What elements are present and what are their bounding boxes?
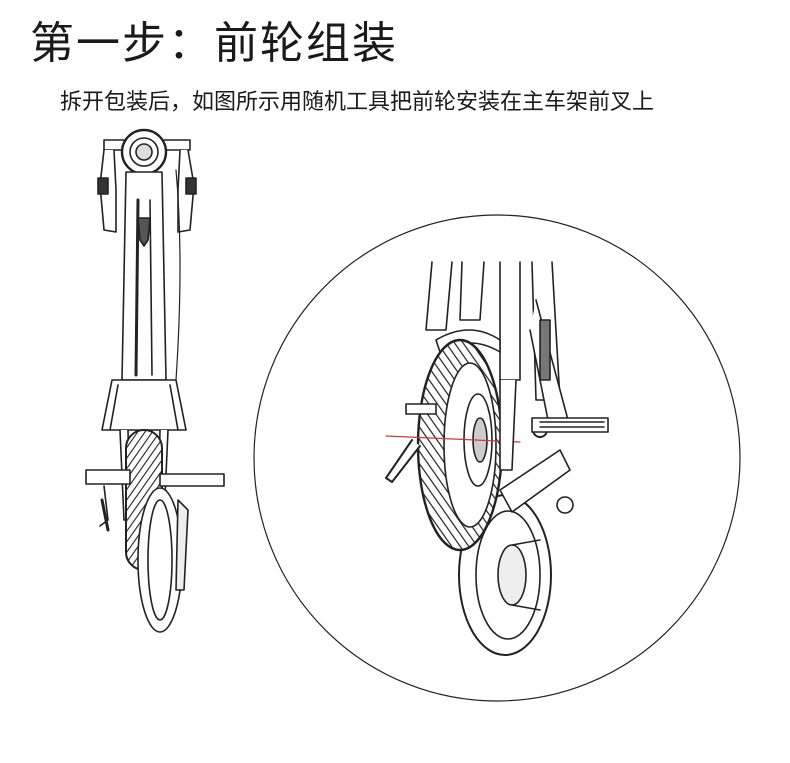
step-title: 第一步：前轮组装 <box>30 18 398 69</box>
detail-zoom-circle <box>253 214 741 702</box>
front-view-bike <box>85 128 225 633</box>
front-wheel-detail <box>385 255 609 656</box>
step-description: 拆开包装后，如图所示用随机工具把前轮安装在主车架前叉上 <box>60 90 655 115</box>
